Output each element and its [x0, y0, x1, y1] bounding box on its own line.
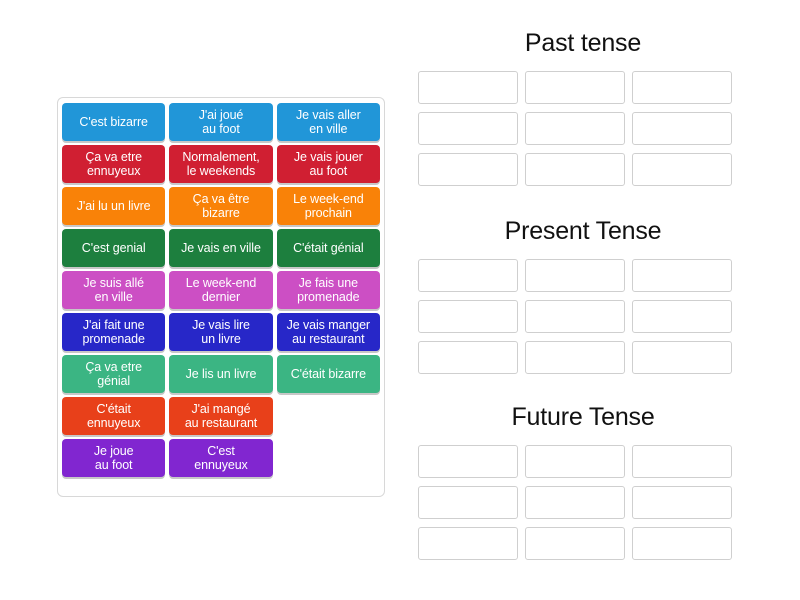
- drop-zone[interactable]: [632, 300, 732, 333]
- draggable-tile[interactable]: C'était génial: [276, 229, 380, 267]
- tile-slot-empty: [277, 439, 380, 477]
- draggable-tile[interactable]: Normalement, le weekends: [169, 145, 273, 183]
- drop-zone[interactable]: [418, 71, 518, 104]
- answer-group-future-tense: Future Tense: [418, 402, 748, 560]
- draggable-tile[interactable]: J'ai joué au foot: [169, 103, 273, 141]
- tile-slot-empty: [277, 397, 380, 435]
- draggable-tile[interactable]: Je vais manger au restaurant: [276, 313, 380, 351]
- drop-zone[interactable]: [632, 259, 732, 292]
- drop-zone[interactable]: [418, 259, 518, 292]
- answer-group-present-tense: Present Tense: [418, 216, 748, 374]
- drop-zone[interactable]: [418, 153, 518, 186]
- draggable-tile[interactable]: Je vais aller en ville: [276, 103, 380, 141]
- drop-zone[interactable]: [418, 486, 518, 519]
- drop-zone[interactable]: [525, 153, 625, 186]
- draggable-tile[interactable]: J'ai lu un livre: [62, 187, 166, 225]
- drop-zone-row: [418, 153, 748, 186]
- group-title-present-tense: Present Tense: [504, 217, 662, 245]
- drop-zone[interactable]: [418, 527, 518, 560]
- draggable-tile[interactable]: Je vais jouer au foot: [276, 145, 380, 183]
- draggable-tile[interactable]: Je vais en ville: [169, 229, 273, 267]
- draggable-tile[interactable]: C'est genial: [62, 229, 166, 267]
- draggable-tile[interactable]: Le week-end prochain: [276, 187, 380, 225]
- draggable-tile[interactable]: Je joue au foot: [62, 439, 166, 477]
- draggable-tile[interactable]: Ça va etre génial: [62, 355, 166, 393]
- drop-zone[interactable]: [632, 445, 732, 478]
- drop-zone[interactable]: [525, 259, 625, 292]
- draggable-tile[interactable]: Je suis allé en ville: [62, 271, 166, 309]
- drop-zone-row: [418, 71, 748, 104]
- draggable-tile[interactable]: Ça va être bizarre: [169, 187, 273, 225]
- drop-zone[interactable]: [418, 112, 518, 145]
- drop-zone[interactable]: [632, 153, 732, 186]
- draggable-tile[interactable]: J'ai fait une promenade: [62, 313, 166, 351]
- draggable-tile[interactable]: C'était bizarre: [276, 355, 380, 393]
- drop-zone[interactable]: [525, 112, 625, 145]
- drop-zone[interactable]: [418, 341, 518, 374]
- drop-zone-row: [418, 259, 748, 292]
- group-title-past-tense: Past tense: [524, 29, 642, 57]
- drop-zone[interactable]: [632, 71, 732, 104]
- drop-zone-row: [418, 445, 748, 478]
- drop-zone-grid-past-tense: [418, 71, 748, 186]
- drop-zone-row: [418, 527, 748, 560]
- drop-zone[interactable]: [632, 486, 732, 519]
- drop-zone-row: [418, 341, 748, 374]
- draggable-tile[interactable]: J'ai mangé au restaurant: [169, 397, 273, 435]
- drop-zone-row: [418, 300, 748, 333]
- draggable-tile[interactable]: Le week-end dernier: [169, 271, 273, 309]
- drop-zone[interactable]: [418, 445, 518, 478]
- drop-zone[interactable]: [525, 341, 625, 374]
- draggable-tile[interactable]: C'est ennuyeux: [169, 439, 273, 477]
- drop-zone-row: [418, 486, 748, 519]
- drop-zone[interactable]: [632, 527, 732, 560]
- drop-zone[interactable]: [418, 300, 518, 333]
- drop-zone[interactable]: [525, 71, 625, 104]
- drop-zone[interactable]: [632, 112, 732, 145]
- draggable-tile[interactable]: C'est bizarre: [62, 103, 166, 141]
- draggable-tile[interactable]: Je vais lire un livre: [169, 313, 273, 351]
- draggable-tile[interactable]: Ça va etre ennuyeux: [62, 145, 166, 183]
- drop-zone-grid-present-tense: [418, 259, 748, 374]
- drop-zone[interactable]: [525, 486, 625, 519]
- draggable-tile[interactable]: Je lis un livre: [169, 355, 273, 393]
- drop-zone[interactable]: [525, 445, 625, 478]
- draggable-tile[interactable]: C'était ennuyeux: [62, 397, 166, 435]
- draggable-tile[interactable]: Je fais une promenade: [276, 271, 380, 309]
- drop-zone[interactable]: [525, 527, 625, 560]
- answer-group-past-tense: Past tense: [418, 28, 748, 186]
- drop-zone-grid-future-tense: [418, 445, 748, 560]
- group-title-future-tense: Future Tense: [511, 403, 655, 431]
- drop-zone[interactable]: [525, 300, 625, 333]
- drop-zone-row: [418, 112, 748, 145]
- drop-zone[interactable]: [632, 341, 732, 374]
